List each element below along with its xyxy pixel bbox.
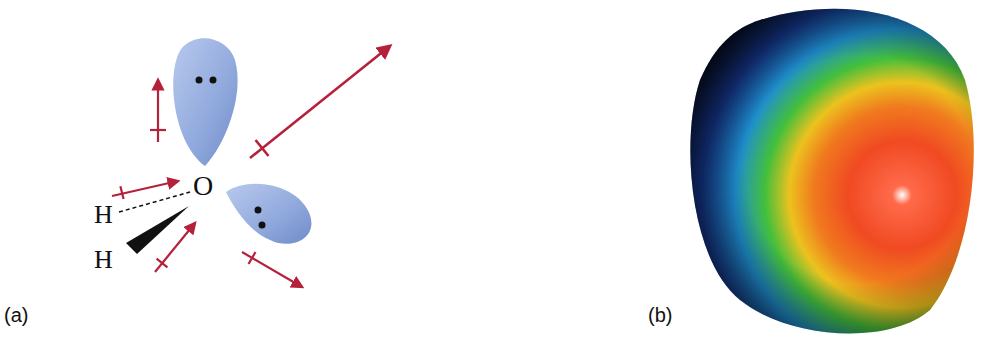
dipole-tick — [256, 140, 269, 156]
panel-label: (a) — [4, 305, 28, 325]
atom-symbol: H — [94, 202, 113, 228]
dipole-tick — [150, 129, 166, 131]
electron-dot — [210, 77, 217, 84]
atom-symbol: H — [94, 247, 113, 273]
potential-map-shading — [690, 9, 973, 334]
panel-label: (b) — [648, 305, 672, 325]
dipole-arrows — [112, 46, 390, 287]
dashed-bond — [119, 192, 190, 212]
electron-dot — [259, 222, 266, 229]
dipole-arrow — [155, 223, 195, 272]
dipole-tick — [157, 259, 168, 268]
potential-map — [690, 9, 973, 334]
dipole-arrow — [242, 252, 302, 287]
dipole-tick — [120, 186, 123, 199]
lone-pair-lobe — [173, 38, 237, 166]
electron-dot — [196, 77, 203, 84]
atom-symbol: O — [193, 172, 213, 200]
net-dipole-arrow — [250, 46, 390, 158]
dipole-arrow — [157, 80, 159, 142]
electron-dot — [255, 207, 262, 214]
wedge-bond — [126, 206, 189, 254]
lone-pair-lobe — [226, 184, 311, 244]
dipole-tick — [249, 252, 256, 264]
